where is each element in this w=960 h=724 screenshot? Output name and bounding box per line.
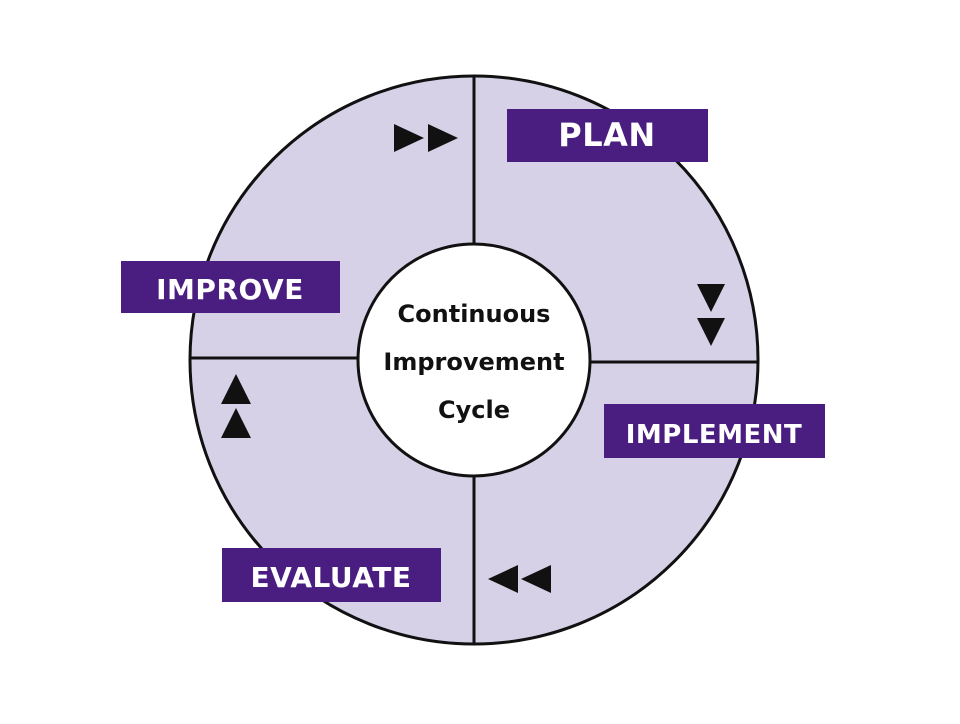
implement-label: IMPLEMENT (604, 404, 825, 458)
center-circle (356, 242, 592, 478)
arrow-right-2-icon (428, 124, 458, 152)
evaluate-label-text: EVALUATE (250, 561, 411, 594)
plan-label-text: PLAN (558, 116, 655, 154)
implement-label-bg (604, 404, 825, 458)
arrow-up-2-icon (221, 408, 251, 438)
arrows-right-icon (394, 124, 458, 152)
arrows-down-icon (697, 284, 725, 346)
evaluate-label: EVALUATE (222, 548, 441, 602)
arrow-down-2-icon (697, 318, 725, 346)
improve-label-bg (121, 261, 340, 313)
arrows-left-icon (488, 565, 551, 593)
improve-label: IMPROVE (121, 261, 340, 313)
evaluate-label-bg (222, 548, 441, 602)
center-title-line-3: Cycle (438, 396, 510, 424)
improve-label-text: IMPROVE (156, 273, 304, 306)
plan-label-bg (507, 109, 708, 162)
arrows-up-icon (221, 374, 251, 438)
arrow-left-2-icon (521, 565, 551, 593)
implement-label-text: IMPLEMENT (626, 420, 803, 450)
plan-label: PLAN (507, 109, 708, 162)
arrow-right-1-icon (394, 124, 424, 152)
arrow-down-1-icon (697, 284, 725, 312)
arrow-up-1-icon (221, 374, 251, 404)
center-title-line-1: Continuous (398, 300, 551, 328)
arrow-left-1-icon (488, 565, 518, 593)
center-title-line-2: Improvement (383, 348, 564, 376)
